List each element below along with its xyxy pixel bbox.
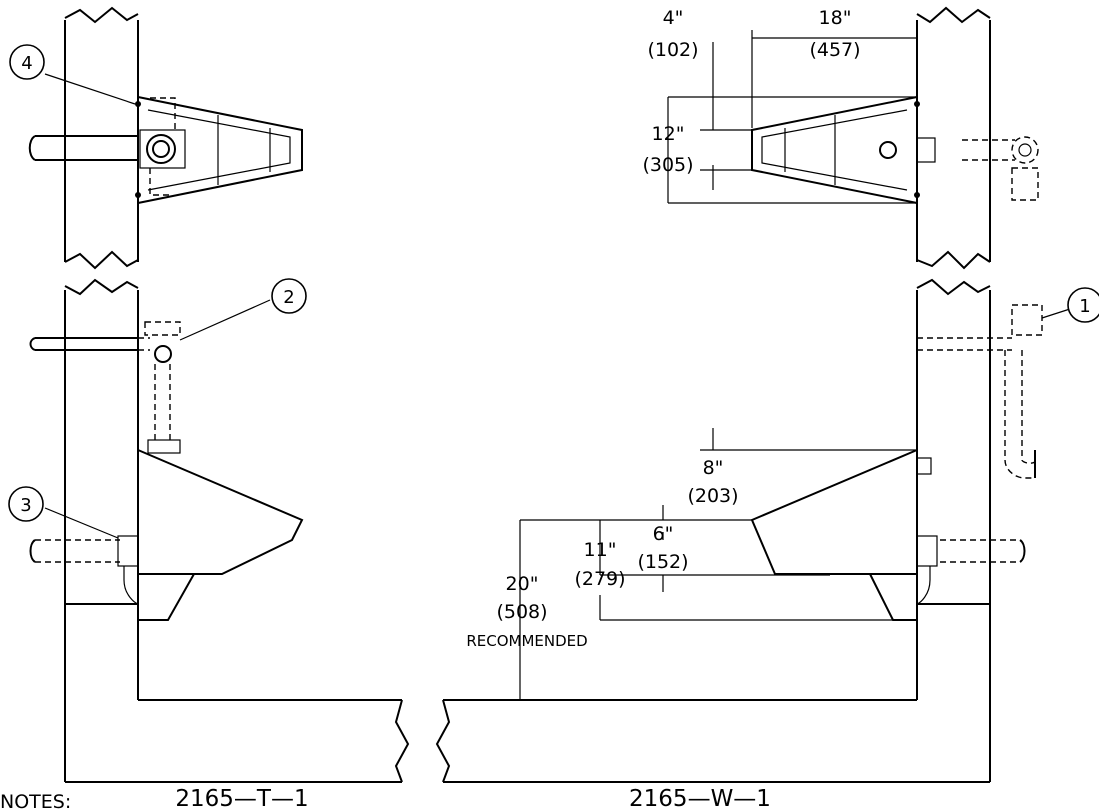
dim-6-mm: (152) (637, 551, 688, 573)
svg-text:1: 1 (1079, 296, 1090, 317)
dim-20-mm: (508) (496, 601, 547, 623)
dim-8-in: 8" (703, 457, 724, 479)
callout-3: 3 (8, 486, 44, 522)
dim-18-in: 18" (819, 7, 852, 29)
dim-12-in: 12" (652, 123, 685, 145)
callout-leaders (44, 73, 1074, 539)
dim-12-mm: (305) (642, 154, 693, 176)
plan-view-left (28, 6, 303, 270)
svg-text:3: 3 (20, 495, 31, 516)
svg-text:2: 2 (283, 287, 294, 308)
plan-view-right (751, 6, 1039, 270)
dim-4-mm: (102) (647, 39, 698, 61)
dim-11-in: 11" (584, 539, 617, 561)
callout-2: 2 (271, 278, 307, 314)
dimension-lines (519, 30, 917, 700)
elevation-right (435, 278, 1043, 783)
dim-20-in: 20" (506, 573, 539, 595)
dim-11-mm: (279) (574, 568, 625, 590)
svg-text:4: 4 (21, 53, 32, 74)
dim-20-note: RECOMMENDED (466, 632, 587, 650)
elevation-left (29, 278, 410, 783)
notes-label: NOTES: (0, 791, 71, 810)
dim-8-mm: (203) (687, 485, 738, 507)
dim-4-in: 4" (663, 7, 684, 29)
dim-18-mm: (457) (809, 39, 860, 61)
caption-left: 2165—T—1 (175, 786, 308, 810)
dim-6-in: 6" (653, 523, 674, 545)
callout-4: 4 (9, 44, 45, 80)
callout-1: 1 (1067, 287, 1099, 323)
caption-right: 2165—W—1 (629, 786, 771, 810)
